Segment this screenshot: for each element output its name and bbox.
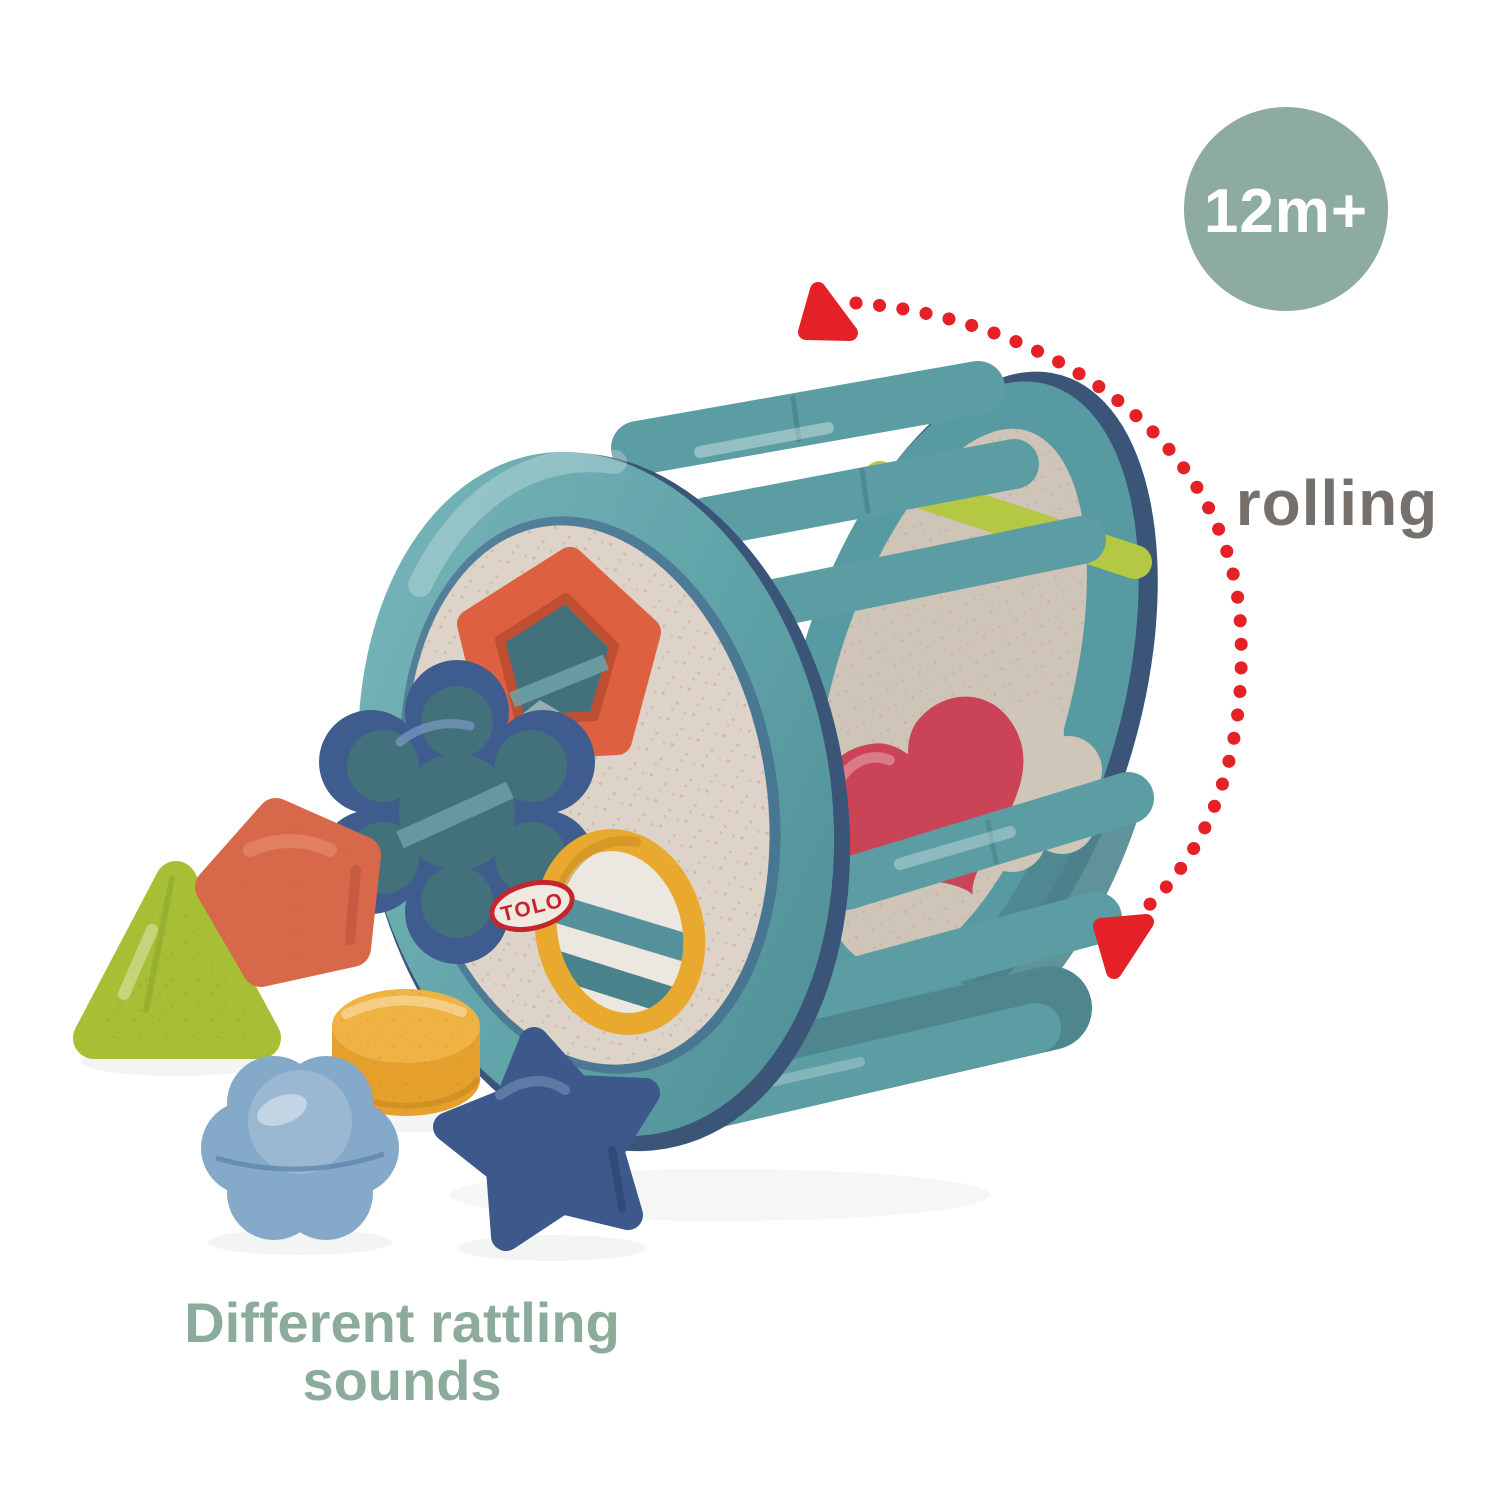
caption: Different rattling sounds <box>184 1291 620 1412</box>
piece-triangle <box>73 861 281 1059</box>
rolling-shape-sorter-toy: TOLO <box>73 361 1158 1261</box>
age-badge-circle <box>1184 107 1388 311</box>
age-badge-label: 12m+ <box>1204 177 1368 246</box>
brand-logo: TOLO <box>489 879 575 933</box>
rotation-dotted-arc <box>849 296 1248 914</box>
flower-hole <box>319 660 595 964</box>
rolling-annotation: rolling <box>798 282 1439 979</box>
caption-line-2: sounds <box>302 1349 501 1412</box>
caption-line-1: Different rattling <box>184 1291 620 1354</box>
arrowhead-bottom-icon <box>1093 914 1154 979</box>
arrowhead-top-icon <box>798 282 858 341</box>
rolling-label: rolling <box>1236 467 1439 539</box>
piece-star <box>433 1027 660 1251</box>
age-badge: 12m+ <box>1184 107 1388 311</box>
circle-hole <box>534 829 706 1035</box>
cage-bar-details <box>694 395 1016 1103</box>
piece-pentagon <box>195 798 381 987</box>
shape-pieces <box>73 798 660 1261</box>
piece-flower <box>201 1056 399 1240</box>
